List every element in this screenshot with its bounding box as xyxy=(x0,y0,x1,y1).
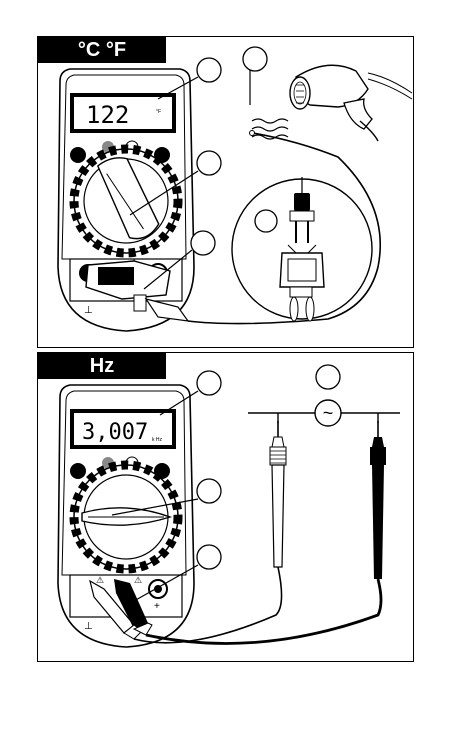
callout-2 xyxy=(243,47,267,71)
callout-3 xyxy=(197,151,221,175)
temperature-panel: °C °F 122 °F xyxy=(37,36,414,348)
lcd-reading: 122 xyxy=(86,101,129,129)
lcd-display: 122 °F xyxy=(70,93,176,133)
button-left[interactable] xyxy=(70,463,86,479)
connector-inset xyxy=(232,177,372,321)
callouts xyxy=(197,365,340,569)
callout-3 xyxy=(197,479,221,503)
rotary-dial[interactable] xyxy=(74,149,178,253)
temperature-illustration: 122 °F ⚠ ⊥ + xyxy=(38,37,413,347)
ac-symbol: ~ xyxy=(323,403,334,423)
lcd-unit: k Hz xyxy=(152,437,163,443)
red-probe xyxy=(270,421,286,567)
com-symbol: ⊥ xyxy=(84,621,93,632)
rotary-dial[interactable] xyxy=(74,465,178,569)
callout-4 xyxy=(191,231,215,255)
com-symbol: ⊥ xyxy=(84,305,93,316)
black-probe xyxy=(370,421,386,579)
warning-symbol-left: ⚠ xyxy=(96,575,104,585)
warning-symbol-right: ⚠ xyxy=(134,575,142,585)
callout-4 xyxy=(197,545,221,569)
plus-symbol: + xyxy=(154,601,160,612)
lcd-unit: °F xyxy=(156,109,161,115)
callout-2 xyxy=(316,365,340,389)
lcd-reading: 3,007 xyxy=(82,420,148,445)
callout-1 xyxy=(197,371,221,395)
callout-5 xyxy=(255,210,277,232)
callout-1 xyxy=(197,58,221,82)
heat-gun xyxy=(290,65,412,141)
thermocouple-tip xyxy=(250,131,255,136)
frequency-illustration: 3,007 k Hz ⚠ ⚠ ⊥ + xyxy=(38,353,413,661)
button-left[interactable] xyxy=(70,147,86,163)
frequency-panel: Hz 3,007 k Hz ⚠ ⚠ ⊥ + xyxy=(37,352,414,662)
